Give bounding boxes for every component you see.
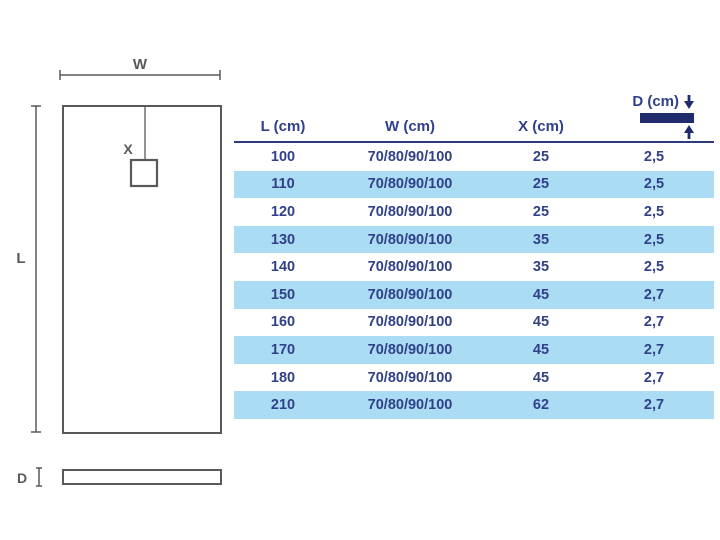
depth-label: D — [17, 470, 27, 486]
depth-header-widget: D (cm) — [594, 93, 714, 139]
dimensions-table: L (cm) W (cm) X (cm) D (cm) — [234, 85, 714, 419]
table-row: 180 70/80/90/100 45 2,7 — [270, 369, 665, 386]
depth-bar-icon — [640, 113, 694, 123]
length-dimension-line — [31, 105, 41, 433]
drain-square — [129, 158, 159, 188]
table-row: 150 70/80/90/100 45 2,7 — [234, 280, 714, 309]
table-row: 110 70/80/90/100 25 2,5 — [234, 170, 714, 199]
width-dimension-line — [59, 70, 221, 80]
header-depth: D (cm) — [594, 93, 714, 141]
arrow-down-icon — [684, 94, 694, 109]
tray-diagram: W X L D — [16, 56, 222, 487]
tray-side-view — [62, 469, 222, 485]
drain-offset-label: X — [123, 141, 133, 157]
tray-top-view — [62, 105, 222, 434]
table-row: 120 70/80/90/100 25 2,5 — [270, 203, 665, 220]
table-row: 170 70/80/90/100 45 2,7 — [234, 336, 714, 364]
table-row: 130 70/80/90/100 35 2,5 — [234, 225, 714, 254]
arrow-up-icon — [684, 125, 694, 139]
header-width: W (cm) — [385, 118, 435, 135]
length-label: L — [16, 250, 25, 267]
table-row: 210 70/80/90/100 62 2,7 — [234, 391, 714, 419]
table-row: 160 70/80/90/100 45 2,7 — [270, 314, 665, 331]
width-label: W — [133, 56, 148, 73]
depth-header-label: D (cm) — [632, 93, 679, 110]
header-drain-offset: X (cm) — [518, 118, 564, 135]
header-length: L (cm) — [260, 118, 306, 135]
depth-dimension-marker — [36, 467, 42, 487]
table-row: 140 70/80/90/100 35 2,5 — [270, 259, 665, 276]
table-header-row: L (cm) W (cm) X (cm) D (cm) — [234, 85, 714, 143]
table-body: 100 70/80/90/100 25 2,5 110 70/80/90/100… — [234, 143, 714, 419]
table-row: 100 70/80/90/100 25 2,5 — [270, 148, 665, 165]
